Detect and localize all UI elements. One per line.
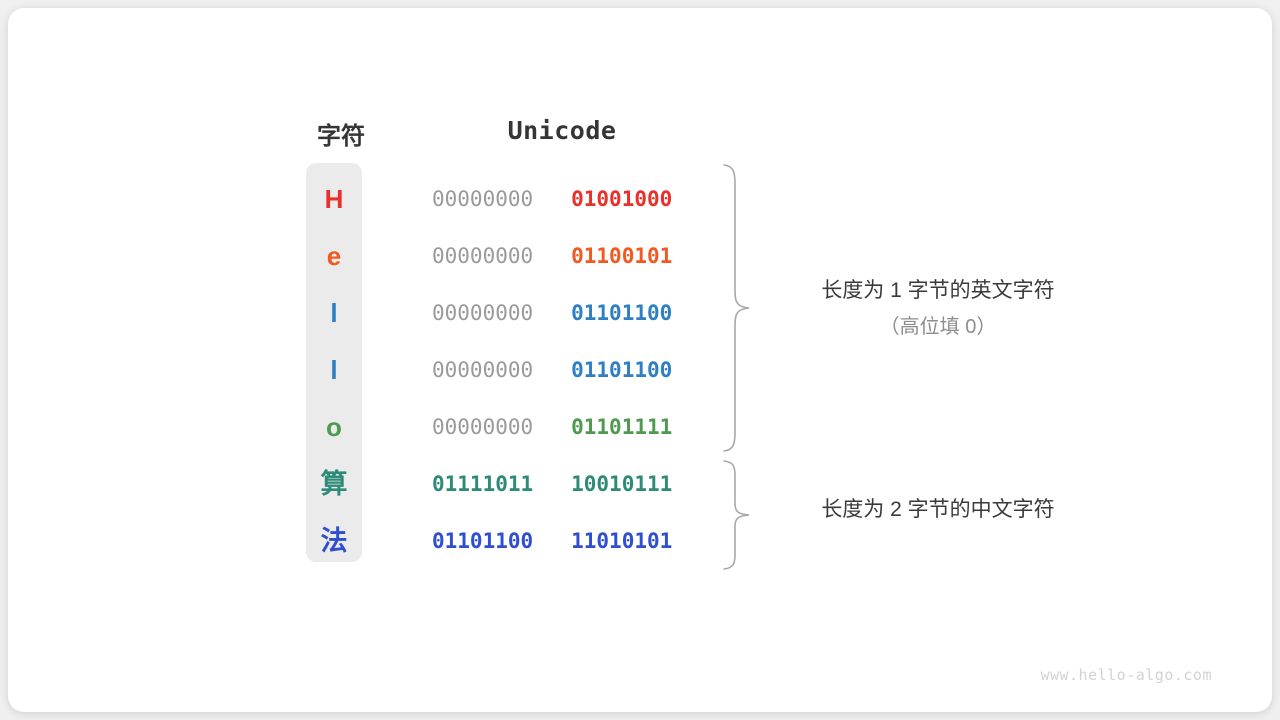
character-column-background [306,163,362,562]
character-cell: o [326,412,342,442]
annotation-one-byte: 长度为 1 字节的英文字符 （高位填 0） [778,273,1098,345]
binary-row: 00000000 01001000 [432,171,692,228]
character-cell: l [330,298,338,328]
column-header-character: 字符 [317,123,365,150]
low-byte: 01101100 [571,301,673,325]
low-byte: 10010111 [571,472,673,496]
unicode-encoding-figure: 字符 Unicode H e l l o 算 法 00000000 010010… [8,8,1272,712]
watermark: www.hello-algo.com [1040,666,1212,684]
high-byte: 00000000 [432,187,534,211]
binary-row: 00000000 01101100 [432,285,692,342]
character-cell: 法 [320,526,348,557]
low-byte: 01101100 [571,358,673,382]
high-byte: 00000000 [432,301,534,325]
low-byte: 01100101 [571,244,673,268]
character-cell: 算 [320,469,348,500]
character-cell: l [330,355,338,385]
binary-row: 00000000 01101111 [432,399,692,456]
low-byte: 01101111 [571,415,673,439]
high-byte: 01111011 [432,472,534,496]
low-byte: 11010101 [571,529,673,553]
annotation-one-byte-sub: （高位填 0） [879,316,997,338]
annotation-two-byte: 长度为 2 字节的中文字符 [778,492,1098,528]
high-byte: 00000000 [432,358,534,382]
low-byte: 01001000 [571,187,673,211]
high-byte: 00000000 [432,244,534,268]
column-header-unicode: Unicode [507,116,617,145]
character-cell: e [326,241,342,271]
high-byte: 01101100 [432,529,534,553]
annotation-one-byte-main: 长度为 1 字节的英文字符 [821,279,1055,302]
binary-row: 01111011 10010111 [432,456,692,513]
binary-row: 00000000 01101100 [432,342,692,399]
character-cell: H [324,184,344,214]
binary-row: 00000000 01100101 [432,228,692,285]
binary-row: 01101100 11010101 [432,513,692,570]
brace-one-byte-group [720,164,754,452]
high-byte: 00000000 [432,415,534,439]
annotation-two-byte-main: 长度为 2 字节的中文字符 [821,498,1055,521]
brace-two-byte-group [720,460,754,570]
figure-card: 字符 Unicode H e l l o 算 法 00000000 010010… [8,8,1272,712]
